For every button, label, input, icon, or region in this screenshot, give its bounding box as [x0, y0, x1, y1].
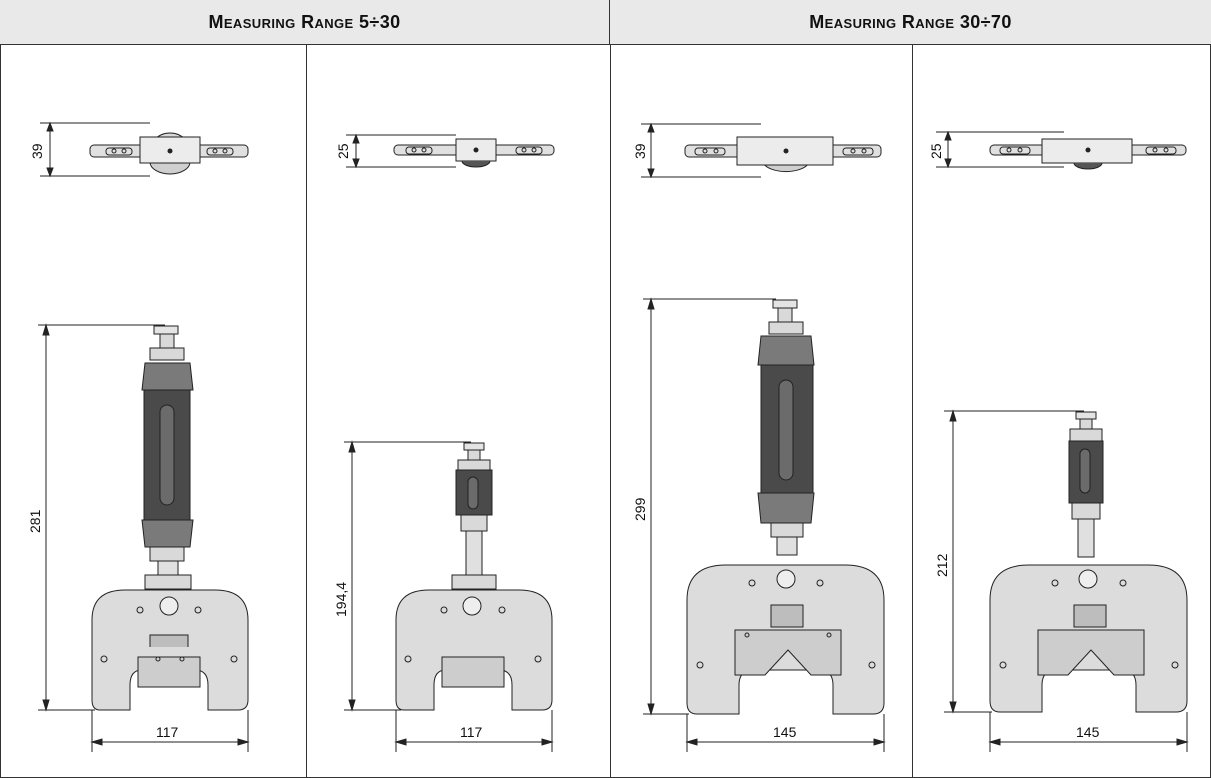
- dimension-height: 212: [934, 553, 950, 577]
- top-view-gauge: [989, 138, 1187, 170]
- panel-5-30-small: 25 194,4 117: [306, 45, 606, 778]
- front-view-gauge: [686, 299, 885, 715]
- panel-30-70-large: 39 299 145: [611, 45, 911, 778]
- panel-5-30-large: 39 281 117: [0, 45, 300, 778]
- header-range-30-70: Measuring Range 30÷70: [610, 0, 1211, 45]
- dimension-height: 194,4: [333, 582, 349, 617]
- dimension-top: 25: [928, 143, 944, 159]
- dimension-width: 117: [460, 724, 483, 740]
- front-view-gauge: [395, 442, 553, 711]
- dimension-top: 39: [632, 143, 648, 159]
- divider-2: [610, 45, 611, 778]
- header-range-5-30: Measuring Range 5÷30: [0, 0, 610, 45]
- dimension-top: 25: [335, 143, 351, 159]
- top-view-gauge: [684, 136, 882, 173]
- front-view-gauge: [989, 411, 1188, 713]
- panel-30-70-small: 25 212 145: [913, 45, 1211, 778]
- top-view-gauge: [393, 138, 555, 168]
- dimension-top: 39: [29, 143, 45, 159]
- dimension-width: 117: [156, 724, 179, 740]
- top-view-gauge: [89, 132, 249, 175]
- divider-3: [912, 45, 913, 778]
- dimension-height: 299: [632, 497, 648, 521]
- dimension-height: 281: [27, 509, 43, 533]
- dimension-width: 145: [1076, 724, 1100, 740]
- divider-1: [306, 45, 307, 778]
- gauge-drawing: 39 299 145: [632, 122, 886, 752]
- gauge-drawing: 25 194,4 117: [333, 133, 555, 752]
- gauge-drawing: 25 212 145: [928, 130, 1189, 752]
- gauge-drawing: 39 281 117: [27, 121, 250, 752]
- dimension-width: 145: [773, 724, 797, 740]
- front-view-gauge: [91, 325, 249, 711]
